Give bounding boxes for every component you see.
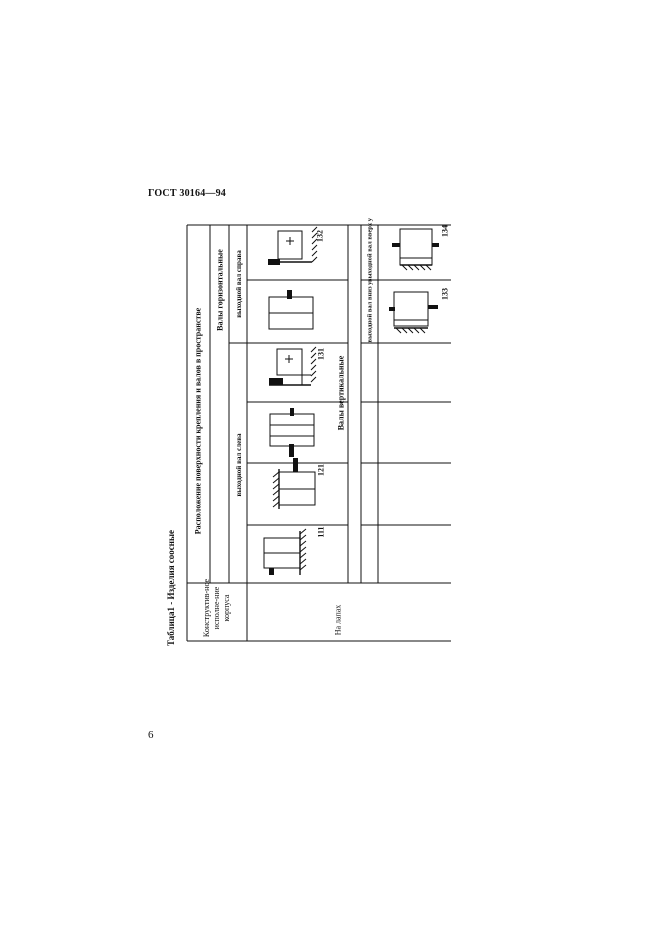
output-shaft-right-label: выходной вал справа bbox=[235, 250, 243, 318]
code-134: 134 bbox=[440, 225, 450, 237]
document-header: ГОСТ 30164—94 bbox=[148, 188, 227, 199]
page-number: 6 bbox=[148, 729, 154, 741]
output-shaft-down-label: выходной вал вниз у bbox=[366, 281, 374, 343]
main-header: Расположение поверхности крепления и вал… bbox=[193, 307, 203, 535]
code-132: 132 bbox=[315, 230, 325, 242]
vertical-shafts-label: Валы вертикальные bbox=[336, 355, 346, 431]
code-131: 131 bbox=[316, 348, 326, 360]
design-value: На лапах bbox=[333, 604, 343, 636]
output-shaft-up-label: выходной вал вверх у bbox=[366, 217, 374, 283]
code-121: 121 bbox=[316, 464, 326, 476]
horizontal-shafts-label: Валы горизонтальные bbox=[215, 249, 225, 331]
code-111: 111 bbox=[316, 526, 326, 538]
code-133: 133 bbox=[440, 288, 450, 300]
design-column-header: Конструктив-ное исполне-ние корпуса bbox=[202, 578, 231, 638]
output-shaft-left-label: выходной вал слева bbox=[235, 433, 243, 497]
